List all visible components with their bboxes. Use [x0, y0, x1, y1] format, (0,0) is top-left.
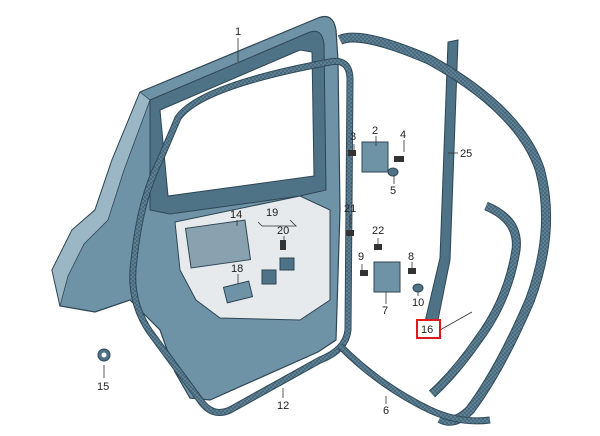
callout-4: 4 [400, 129, 406, 141]
callout-12: 12 [277, 400, 289, 412]
lower-hinge [346, 230, 424, 293]
trim-module [184, 219, 252, 269]
callout-15: 15 [97, 381, 109, 393]
callout-6: 6 [383, 405, 389, 417]
leader-lines [103, 38, 473, 404]
highlighted-callout-16[interactable]: 16 [416, 319, 441, 339]
callout-5: 5 [390, 185, 396, 197]
grommet [97, 348, 111, 362]
callout-20: 20 [277, 225, 289, 237]
vertical-strip [423, 39, 459, 331]
callout-8: 8 [408, 251, 414, 263]
upper-hinge [348, 141, 404, 177]
callout-19: 19 [266, 207, 278, 219]
handle-mechanism [222, 240, 295, 304]
callout-10: 10 [412, 297, 424, 309]
callout-21: 21 [344, 203, 356, 215]
callout-1: 1 [235, 26, 241, 38]
callout-2: 2 [372, 125, 378, 137]
callout-25: 25 [460, 148, 472, 160]
callout-16: 16 [421, 324, 433, 336]
callout-7: 7 [382, 305, 388, 317]
callout-22: 22 [372, 225, 384, 237]
callout-9: 9 [358, 251, 364, 263]
callout-18: 18 [231, 263, 243, 275]
callout-labels: 1 2 3 4 5 21 22 9 8 10 7 14 19 20 18 15 … [97, 26, 472, 417]
callout-3: 3 [350, 131, 356, 143]
callout-14: 14 [230, 209, 242, 221]
